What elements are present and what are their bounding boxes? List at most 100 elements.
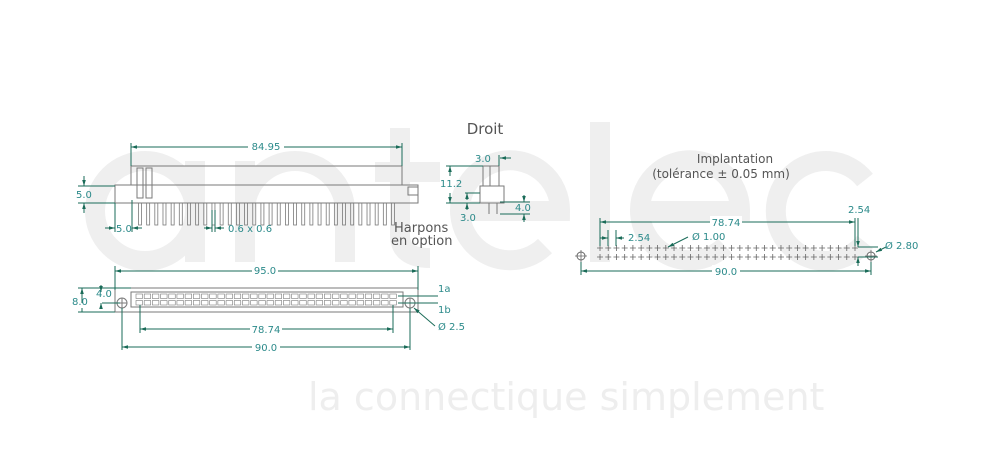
implantation-view: Implantation (tolérance ± 0.05 mm) 78.74… [575,152,918,278]
contact-cell [168,293,176,299]
contact-cell [193,300,201,306]
front-pin [252,202,257,226]
pcb-hole [695,245,702,251]
contact-cell [340,293,348,299]
pcb-hole [662,245,669,251]
front-pin [154,202,159,226]
contact-cell [266,293,274,299]
front-pin [276,202,281,226]
front-pin [236,202,240,226]
watermark-tagline: la connectique simplement [308,375,824,419]
contact-cell [266,300,274,306]
pcb-hole [597,254,603,260]
pcb-hole [679,254,686,260]
mount-hole-crosshair [865,250,877,262]
contact-cell [332,300,340,306]
contact-cell [250,300,258,306]
contact-cell [242,293,250,299]
pcb-hole [629,254,636,260]
side-top-label: 3.0 [475,154,491,165]
contact-cell [176,293,184,299]
front-pin [219,202,224,226]
side-height-label: 11.2 [440,179,462,190]
row-b-label: 1b [438,305,451,316]
contact-cell [373,293,381,299]
front-pin [391,202,395,226]
pcb-hole [646,254,653,260]
front-pin [195,202,200,226]
pcb-hole [712,254,719,260]
contact-cell [332,293,340,299]
contact-cell [233,293,242,299]
contact-cell [201,293,209,299]
pcb-hole [777,245,784,251]
implantation-mount-hole-label: Ø 2.80 [885,240,918,252]
pcb-hole [621,245,628,251]
front-pin [285,202,289,226]
contact-cell [291,293,299,299]
pcb-hole [703,245,710,251]
contact-cell [217,300,225,306]
contact-cell [152,300,160,306]
pcb-hole [753,254,760,260]
front-pin [227,202,232,226]
contact-cell [307,300,315,306]
pcb-hole [605,254,612,260]
pcb-hole [695,254,702,260]
contact-cell [381,300,389,306]
pcb-hole [654,254,661,260]
pcb-hole [654,245,661,251]
implantation-row-pitch-label: 2.54 [848,205,870,216]
contact-cell [315,300,323,306]
contact-cell [258,300,266,306]
pcb-hole [819,245,826,251]
side-view: Droit 11.2 3.0 3.0 4.0 [440,120,531,224]
implantation-span-label: 78.74 [712,218,741,229]
contact-cell [176,300,184,306]
pcb-hole [769,254,776,260]
front-pin [317,202,322,226]
contact-cell [348,293,356,299]
contact-cell [193,293,201,299]
contact-cell [258,293,266,299]
contact-cell [299,293,307,299]
contact-cell [307,293,315,299]
contact-cell [233,300,242,306]
front-pin [301,202,306,226]
contact-cell [299,300,307,306]
front-pin [268,202,273,226]
contact-cell [315,293,323,299]
harpons-label-line1: Harpons [394,221,449,236]
pcb-hole [712,245,719,251]
pcb-hole [679,245,686,251]
contact-cell [274,300,282,306]
contact-cell [283,300,291,306]
front-pin [333,202,338,226]
front-pin [309,202,314,226]
pcb-hole [720,245,727,251]
pcb-hole [613,254,620,260]
pcb-hole [703,254,710,260]
pcb-hole [802,245,809,251]
pcb-hole [745,254,752,260]
pcb-hole [843,254,850,260]
contact-cell [143,293,151,299]
pcb-hole [794,245,801,251]
contact-cell [364,300,373,306]
contact-cell [373,300,381,306]
pcb-hole [629,245,636,251]
front-pin [146,202,151,226]
pcb-hole [761,254,768,260]
front-pin [293,202,297,226]
contact-cell [152,293,160,299]
front-pin [138,202,142,226]
pcb-hole [835,254,842,260]
bottom-height-label: 8.0 [72,297,88,308]
contact-cell [184,300,192,306]
contact-cell [324,300,332,306]
bottom-view: 95.0 8.0 4.0 1a 1b Ø 2.5 78.74 90.0 [72,264,465,354]
pcb-hole [736,254,743,260]
contact-cell [340,300,348,306]
front-pin [358,202,363,226]
side-bottom-label: 3.0 [460,213,476,224]
